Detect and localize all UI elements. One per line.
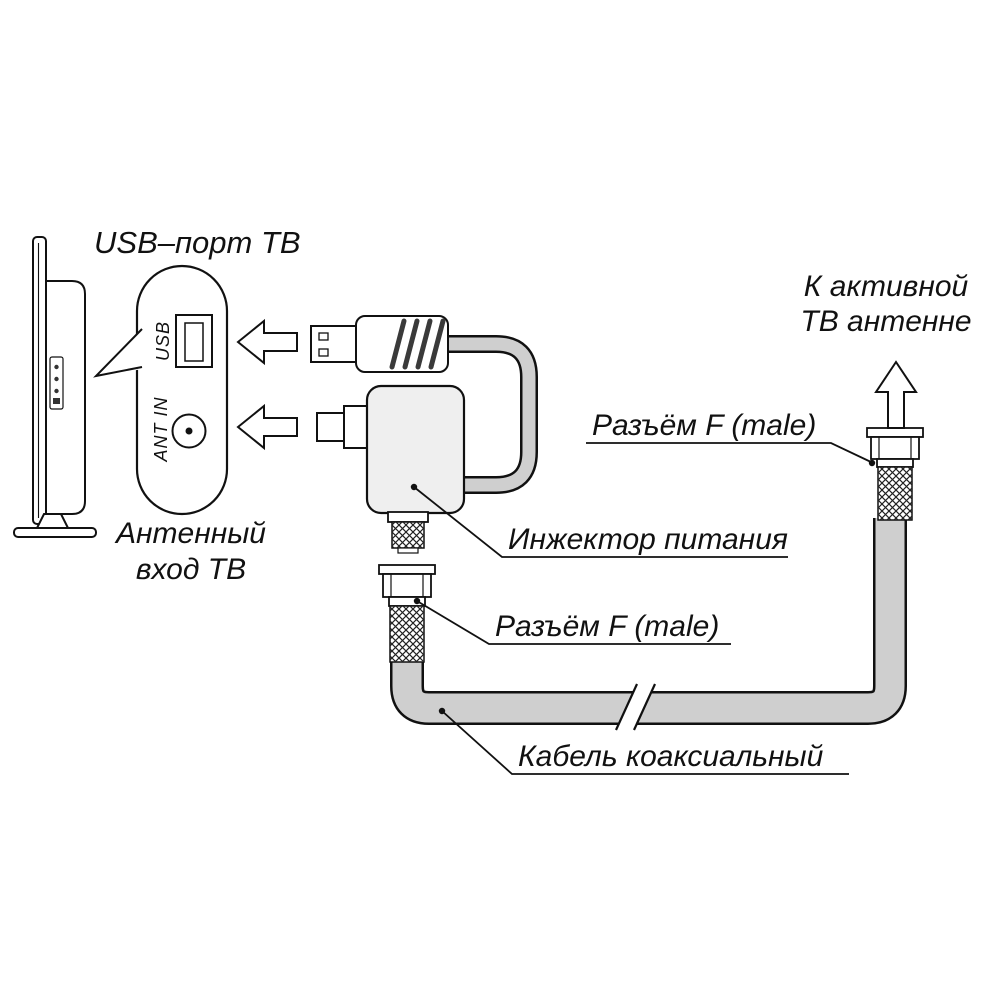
arrow-to-usb-icon: [236, 318, 298, 366]
callout-f-right: Разъём F (male): [586, 409, 876, 467]
usb-cable-core: [446, 337, 536, 492]
coax-cable-core: [392, 518, 905, 723]
cable-break-icon: [632, 683, 657, 731]
label-usb-port-tv: USB–порт ТВ: [94, 225, 301, 260]
usb-plug-grip-line: [402, 318, 420, 370]
tv-screen-bezel: [32, 236, 47, 525]
label-f-left: Разъём F (male): [495, 610, 719, 643]
f-right-collar: [876, 458, 914, 468]
ant-in-label: ANT IN: [151, 396, 171, 462]
cable-break-icon: [614, 683, 639, 731]
port-callout-balloon: USB ANT IN: [93, 264, 229, 516]
balloon-pointer-icon: [93, 328, 143, 378]
label-to-antenna-line1: К активной: [804, 270, 969, 303]
tv-stand-base: [13, 527, 97, 538]
label-to-antenna: К активной ТВ антенне: [800, 270, 971, 338]
label-antenna-input-line1: Антенный: [114, 517, 266, 550]
tv-button-dot: [54, 388, 59, 394]
f-connector-left: [378, 564, 436, 663]
coax-cable: [390, 518, 907, 731]
injector-antenna-plug-tip: [316, 412, 346, 442]
usb-cable: [446, 335, 538, 494]
label-f-right: Разъём F (male): [592, 409, 816, 442]
injector-f-stub-thread-hatch: [392, 522, 424, 548]
usb-port-tongue: [184, 322, 204, 362]
usb-plug-hole: [318, 348, 329, 357]
usb-plug-grip-line: [415, 318, 433, 370]
label-antenna-input-line2: вход ТВ: [136, 553, 246, 586]
leader-f-left: [416, 600, 731, 645]
f-connector-right: [866, 427, 924, 521]
f-right-nut: [870, 436, 920, 460]
usb-plug-body: [355, 315, 449, 373]
usb-port-label: USB: [153, 321, 173, 361]
usb-plug-hole: [318, 332, 329, 341]
f-right-washer: [866, 427, 924, 438]
arrow-to-antenna-icon: [874, 360, 918, 429]
leader-injector: [413, 486, 788, 558]
leader-dot: [868, 459, 876, 467]
cable-break-gap: [616, 684, 655, 730]
tv-button-dot: [54, 376, 59, 382]
f-left-nut: [382, 573, 432, 598]
tv-side-view: [13, 236, 97, 538]
tv-button-rect: [53, 398, 60, 404]
power-injector: [316, 384, 466, 554]
leader-f-right: [586, 442, 872, 463]
usb-plug: [310, 315, 449, 373]
leader-coax: [441, 710, 849, 775]
tv-back-panel: [45, 280, 86, 515]
injector-body: [365, 384, 466, 515]
balloon-outline: [135, 264, 229, 516]
callout-injector: Инжектор питания: [410, 483, 788, 558]
usb-plug-grip-line: [389, 318, 407, 370]
label-injector: Инжектор питания: [508, 523, 788, 556]
tv-button-dot: [54, 364, 59, 370]
f-right-thread-hatch: [878, 467, 912, 520]
label-antenna-input: Антенный вход ТВ: [114, 517, 266, 586]
usb-plug-metal: [310, 325, 358, 363]
f-left-washer: [378, 564, 436, 575]
usb-plug-grip-line: [428, 318, 446, 370]
label-coax: Кабель коаксиальный: [518, 740, 824, 773]
f-left-thread-hatch: [390, 606, 424, 662]
label-to-antenna-line2: ТВ антенне: [800, 305, 971, 338]
tv-button-strip: [49, 356, 64, 410]
arrow-to-ant-icon: [236, 403, 298, 451]
injector-f-stub-nut: [387, 511, 429, 523]
callout-f-left: Разъём F (male): [413, 597, 731, 645]
injector-f-stub-tip: [397, 547, 419, 554]
callout-coax: Кабель коаксиальный: [438, 707, 849, 775]
ant-in-port-pin: [185, 427, 193, 435]
injector-antenna-plug-base: [343, 405, 370, 449]
